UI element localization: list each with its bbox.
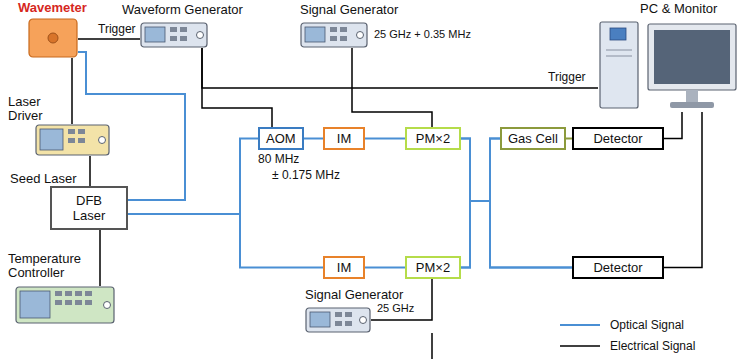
optical-legend-line [560,324,600,326]
optical-connector [461,201,572,268]
annotation-label: 80 MHz [258,152,299,166]
device-label: Signal Generator [300,3,398,17]
optical-connector [304,138,323,140]
device-icon: PC & Monitor [598,20,740,112]
component-box: IM [323,127,365,150]
component-label: Detector [593,260,642,275]
component-label: IM [337,260,351,275]
device-label: Temperature Controller [8,252,103,280]
optical-connector [128,214,323,268]
component-label: Detector [593,131,642,146]
component-box: AOM [258,127,304,150]
optical-connector [128,139,258,215]
legend-text: Electrical Signal [610,339,695,353]
device-label: Wavemeter [18,1,87,15]
component-box: IM [323,256,365,279]
device-label: PC & Monitor [640,2,717,16]
component-label: AOM [266,131,296,146]
electrical-connector [78,38,140,40]
device-label: Laser Driver [8,95,58,123]
electrical-connector [71,58,73,124]
device-icon: Laser Driver [35,124,110,156]
electrical-connector [664,112,702,268]
device-icon: Signal Generator [300,22,368,48]
annotation-label: 25 GHz [377,302,414,314]
electrical-legend-line [560,345,600,347]
optical-connector [365,267,405,269]
component-label: PM×2 [416,260,450,275]
component-label: Gas Cell [508,131,558,146]
device-icon: Signal Generator [305,307,371,333]
signal-wire [431,333,433,359]
component-box: Gas Cell [500,127,566,150]
optical-connector [461,139,500,202]
electrical-connector [89,156,91,186]
annotation-label: 25 GHz + 0.35 MHz [374,28,471,40]
component-label: PM×2 [416,131,450,146]
electrical-connector [352,48,432,127]
electrical-connector [99,230,101,286]
device-label: Waveform Generator [122,3,243,17]
device-label: Signal Generator [305,288,403,302]
device-icon: Wavemeter [28,18,78,58]
annotation-label: Trigger [98,22,136,36]
optical-connector [365,138,405,140]
electrical-connector [202,48,598,88]
electrical-connector [664,112,682,139]
device-icon: Temperature Controller [15,286,115,324]
optical-connector [461,139,500,268]
component-box: Detector [572,127,664,150]
optical-connector [461,139,572,268]
device-label: Seed Laser [10,172,77,186]
component-label: IM [337,131,351,146]
component-box: PM×2 [405,256,461,279]
legend-text: Optical Signal [610,318,684,332]
annotation-label: Trigger [548,70,586,84]
component-box: PM×2 [405,127,461,150]
component-box: Seed LaserDFB Laser [50,186,128,230]
component-label: DFB Laser [69,193,109,223]
device-icon: Waveform Generator [140,22,208,48]
annotation-label: ± 0.175 MHz [272,168,340,182]
component-box: Detector [572,256,664,279]
